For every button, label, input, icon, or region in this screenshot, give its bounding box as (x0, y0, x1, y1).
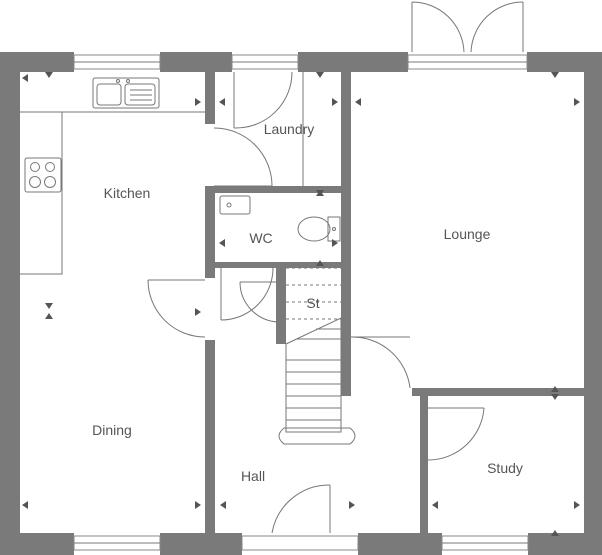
kitchen-fittings (20, 77, 205, 275)
wc-fittings (219, 195, 341, 242)
staircase (278, 317, 356, 445)
room-labels: Kitchen Laundry WC Lounge St Dining Hall… (92, 121, 523, 484)
windows (73, 54, 529, 551)
laundry-back-door (233, 71, 293, 129)
store-shelving (286, 267, 341, 320)
wc-basin (219, 195, 251, 215)
kitchen-sink (92, 77, 160, 109)
doors (147, 1, 524, 534)
room-label-study: Study (487, 460, 523, 476)
room-label-kitchen: Kitchen (104, 185, 151, 201)
room-label-store: St (306, 295, 319, 311)
lounge-french-doors (411, 1, 524, 53)
front-door (271, 484, 331, 534)
cooktop (24, 157, 62, 193)
room-label-hall: Hall (241, 468, 265, 484)
study-door (427, 407, 485, 461)
lounge-door (350, 336, 411, 389)
room-label-lounge: Lounge (444, 226, 491, 242)
wc-door (220, 267, 274, 321)
toilet (297, 216, 341, 242)
kitchen-laundry-door (213, 127, 273, 187)
room-label-dining: Dining (92, 422, 132, 438)
store-door (239, 281, 279, 323)
dimension-marks (22, 72, 580, 536)
dining-hall-door (147, 279, 206, 338)
interior-walls (205, 72, 584, 533)
room-label-laundry: Laundry (264, 121, 315, 137)
front-door-frame (241, 535, 359, 551)
room-label-wc: WC (249, 230, 272, 246)
outer-walls (0, 52, 602, 555)
